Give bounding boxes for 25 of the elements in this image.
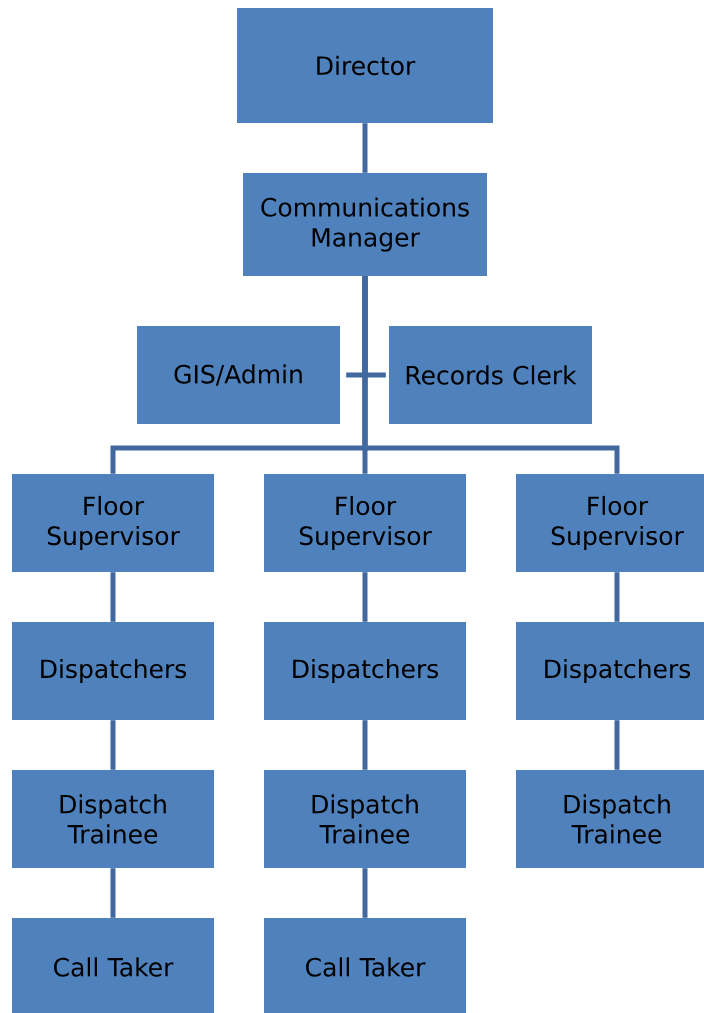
connector-line: [362, 123, 368, 173]
position-box: Floor Supervisor: [264, 474, 466, 572]
position-box: Floor Supervisor: [12, 474, 214, 572]
connector-line: [614, 572, 620, 622]
position-box: Dispatch Trainee: [516, 770, 704, 868]
position-box: Floor Supervisor: [516, 474, 704, 572]
position-box: Records Clerk: [389, 326, 592, 424]
position-box: Dispatch Trainee: [12, 770, 214, 868]
connector-line: [362, 572, 368, 622]
position-box: Call Taker: [12, 918, 214, 1013]
position-box: Communications Manager: [243, 173, 487, 276]
connector-line: [362, 720, 368, 770]
position-box: Dispatchers: [12, 622, 214, 720]
position-box: Director: [237, 8, 493, 123]
position-box: Dispatch Trainee: [264, 770, 466, 868]
position-box: GIS/Admin: [137, 326, 340, 424]
connector-line: [110, 572, 116, 622]
position-box: Call Taker: [264, 918, 466, 1013]
connector-line: [614, 720, 620, 770]
connector-line: [362, 868, 368, 918]
position-box: Dispatchers: [516, 622, 704, 720]
connector-line: [362, 276, 620, 474]
connector-line: [110, 720, 116, 770]
position-box: Dispatchers: [264, 622, 466, 720]
connector-line: [110, 868, 116, 918]
